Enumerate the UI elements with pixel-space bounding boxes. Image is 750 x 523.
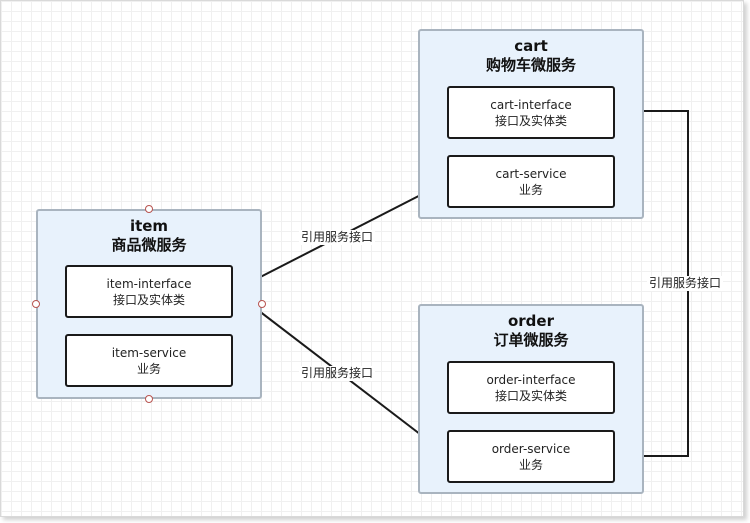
item-service-name: item-service — [111, 345, 187, 360]
order-interface-box[interactable]: order-interface 接口及实体类 — [447, 361, 615, 414]
item-interface-box[interactable]: item-interface 接口及实体类 — [65, 265, 233, 318]
cart-interface-name: cart-interface — [490, 97, 572, 112]
item-service-box[interactable]: item-service 业务 — [65, 334, 233, 387]
resize-handle-top[interactable] — [145, 205, 153, 213]
item-interface-desc: 接口及实体类 — [112, 292, 185, 307]
order-group[interactable]: order 订单微服务 order-interface 接口及实体类 order… — [418, 304, 644, 494]
resize-handle-right[interactable] — [258, 300, 266, 308]
cart-group-subtitle: 购物车微服务 — [485, 56, 576, 74]
item-group-title: item — [129, 217, 169, 235]
order-interface-name: order-interface — [486, 372, 576, 387]
item-group-subtitle: 商品微服务 — [111, 236, 187, 254]
order-group-subtitle: 订单微服务 — [493, 331, 569, 349]
order-service-name: order-service — [491, 441, 571, 456]
resize-handle-left[interactable] — [32, 300, 40, 308]
cart-service-desc: 业务 — [518, 182, 543, 197]
item-service-desc: 业务 — [136, 361, 161, 376]
edge-label-item-to-order: 引用服务接口 — [299, 366, 376, 381]
cart-group[interactable]: cart 购物车微服务 cart-interface 接口及实体类 cart-s… — [418, 29, 644, 219]
item-interface-name: item-interface — [106, 276, 192, 291]
resize-handle-bottom[interactable] — [145, 395, 153, 403]
item-group[interactable]: item 商品微服务 item-interface 接口及实体类 item-se… — [36, 209, 262, 399]
cart-service-name: cart-service — [495, 166, 567, 181]
cart-group-title: cart — [514, 37, 548, 55]
order-service-desc: 业务 — [518, 457, 543, 472]
cart-service-box[interactable]: cart-service 业务 — [447, 155, 615, 208]
order-service-box[interactable]: order-service 业务 — [447, 430, 615, 483]
cart-interface-desc: 接口及实体类 — [494, 113, 567, 128]
cart-interface-box[interactable]: cart-interface 接口及实体类 — [447, 86, 615, 139]
order-interface-desc: 接口及实体类 — [494, 388, 567, 403]
edge-label-cart-to-order: 引用服务接口 — [647, 276, 724, 291]
order-group-title: order — [507, 312, 554, 330]
edge-label-item-to-cart: 引用服务接口 — [299, 230, 376, 245]
